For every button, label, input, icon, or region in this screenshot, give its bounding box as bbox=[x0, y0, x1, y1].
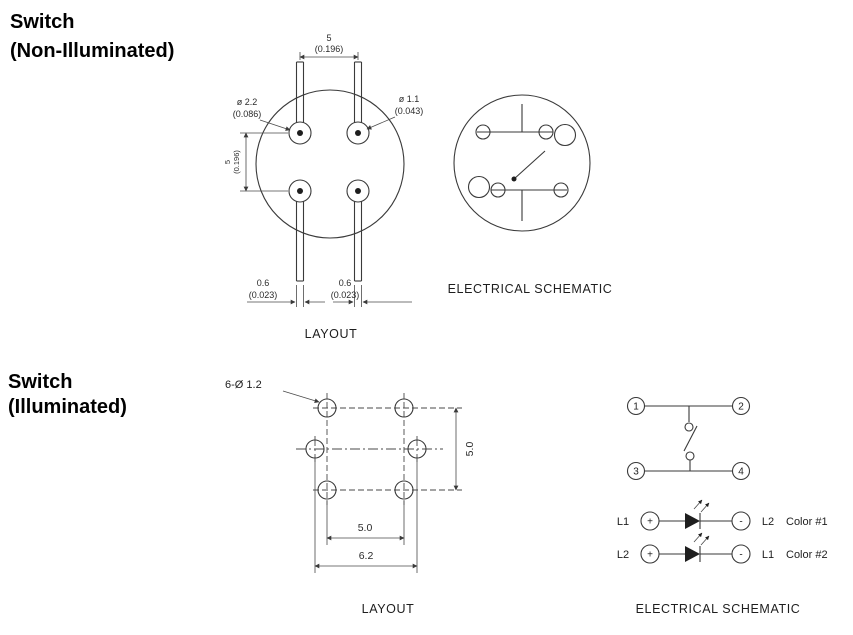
led2-right-label: L1 bbox=[762, 549, 774, 561]
dim-lead-right-in: (0.023) bbox=[331, 290, 360, 300]
led2-diode-icon bbox=[685, 546, 700, 562]
dim-side-pitch-mm: 5 bbox=[223, 160, 232, 164]
switch-body-outline bbox=[255, 89, 405, 239]
led2-left-label: L2 bbox=[617, 549, 629, 561]
pin-lead-top-right bbox=[353, 61, 363, 123]
dimension-vertical: 5.0 bbox=[453, 407, 476, 491]
dim-hole-inner-in: (0.043) bbox=[395, 106, 424, 116]
centerlines bbox=[296, 393, 462, 505]
schematic-top-contact bbox=[475, 104, 577, 147]
schematic-caption-1: ELECTRICAL SCHEMATIC bbox=[448, 282, 613, 296]
led1-plus-sign: + bbox=[647, 517, 653, 528]
illuminated-schematic: 1 2 3 4 L1 + bbox=[617, 396, 828, 616]
pin-lead-top-left bbox=[295, 61, 305, 123]
led1-right-label: L2 bbox=[762, 516, 774, 528]
dim-holes-label: 6-Ø 1.2 bbox=[225, 379, 262, 391]
dim-lead-left-in: (0.023) bbox=[249, 290, 278, 300]
led-circuit-1: L1 + - L2 Color #1 bbox=[617, 499, 828, 531]
led2-plus-sign: + bbox=[647, 550, 653, 561]
dimension-horizontal-inner: 5.0 bbox=[326, 500, 405, 545]
led2-color-label: Color #2 bbox=[786, 549, 828, 561]
mounting-holes bbox=[305, 398, 427, 500]
dimension-side-pitch: 5 (0.196) bbox=[223, 132, 288, 192]
switch-contacts bbox=[644, 405, 733, 472]
dim-vertical-label: 5.0 bbox=[464, 442, 476, 457]
dim-side-pitch-in: (0.196) bbox=[232, 150, 241, 174]
dim-top-pitch-in: (0.196) bbox=[315, 44, 344, 54]
led1-minus-sign: - bbox=[739, 517, 742, 528]
callout-hole-inner: ø 1.1 (0.043) bbox=[366, 94, 424, 130]
dim-hole-outer-mm: ø 2.2 bbox=[237, 97, 258, 107]
section2-title-line2: (Illuminated) bbox=[8, 396, 127, 418]
section1-title-line1: Switch bbox=[10, 11, 74, 33]
dim-top-pitch-mm: 5 bbox=[326, 33, 331, 43]
pin-lead-bottom-right bbox=[353, 201, 363, 282]
non-illuminated-schematic: ELECTRICAL SCHEMATIC bbox=[448, 94, 613, 296]
led1-color-label: Color #1 bbox=[786, 516, 828, 528]
led1-diode-icon bbox=[685, 513, 700, 529]
terminal-1: 1 bbox=[626, 396, 646, 416]
terminal-1-number: 1 bbox=[633, 402, 639, 413]
section1-title-line2: (Non-Illuminated) bbox=[10, 40, 174, 62]
illuminated-layout-drawing: 6-Ø 1.2 5.0 5.0 6.2 LAYOUT bbox=[225, 379, 476, 616]
schematic-body-outline bbox=[453, 94, 591, 232]
dim-hole-inner-mm: ø 1.1 bbox=[399, 94, 420, 104]
dim-horizontal-outer-label: 6.2 bbox=[359, 550, 374, 562]
dim-horizontal-inner-label: 5.0 bbox=[358, 522, 373, 534]
terminal-4: 4 bbox=[731, 461, 751, 481]
layout-caption-1: LAYOUT bbox=[305, 327, 358, 341]
led-circuit-2: L2 + - L1 Color #2 bbox=[617, 532, 828, 564]
section-non-illuminated-title: Switch (Non-Illuminated) bbox=[10, 11, 174, 62]
dimension-lead-left: 0.6 (0.023) bbox=[247, 278, 325, 307]
dim-lead-left-mm: 0.6 bbox=[257, 278, 270, 288]
dimension-horizontal-outer: 6.2 bbox=[314, 459, 418, 573]
led2-minus-sign: - bbox=[739, 550, 742, 561]
schematic-bottom-contact bbox=[467, 175, 569, 221]
dim-lead-right-mm: 0.6 bbox=[339, 278, 352, 288]
layout-caption-2: LAYOUT bbox=[362, 602, 415, 616]
section-illuminated-title: Switch (Illuminated) bbox=[8, 371, 127, 418]
dimension-lead-right: 0.6 (0.023) bbox=[331, 278, 412, 307]
dim-hole-outer-in: (0.086) bbox=[233, 109, 262, 119]
led1-left-label: L1 bbox=[617, 516, 629, 528]
pin-pads bbox=[288, 121, 370, 203]
pin-lead-bottom-left bbox=[295, 201, 305, 282]
terminal-3: 3 bbox=[626, 461, 646, 481]
section2-title-line1: Switch bbox=[8, 371, 72, 393]
terminal-2: 2 bbox=[731, 396, 751, 416]
terminal-2-number: 2 bbox=[738, 402, 744, 413]
dimension-top-pitch: 5 (0.196) bbox=[299, 33, 359, 60]
callout-hole-outer: ø 2.2 (0.086) bbox=[233, 97, 291, 131]
non-illuminated-layout-drawing: 5 (0.196) ø 2.2 (0.086) ø 1.1 (0.043) 5 … bbox=[223, 33, 423, 341]
callout-holes: 6-Ø 1.2 bbox=[225, 379, 320, 404]
terminal-3-number: 3 bbox=[633, 467, 639, 478]
schematic-lever bbox=[511, 150, 546, 182]
schematic-caption-2: ELECTRICAL SCHEMATIC bbox=[636, 602, 801, 616]
terminal-4-number: 4 bbox=[738, 467, 744, 478]
